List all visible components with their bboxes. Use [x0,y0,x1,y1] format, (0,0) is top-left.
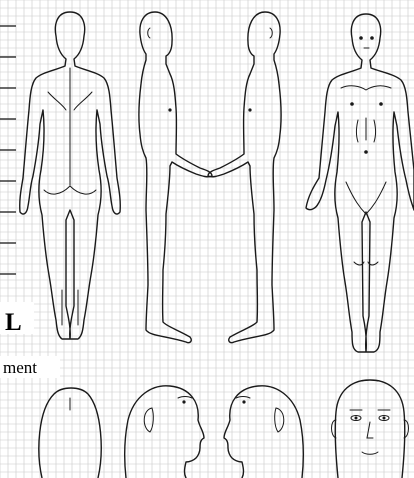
cropped-caption-word: ment [3,358,37,377]
body-right-side-view [139,12,212,343]
head-front-view [332,380,409,478]
body-back-view [20,12,121,339]
cropped-heading-letter: L [5,309,22,336]
body-left-side-view [208,12,281,343]
